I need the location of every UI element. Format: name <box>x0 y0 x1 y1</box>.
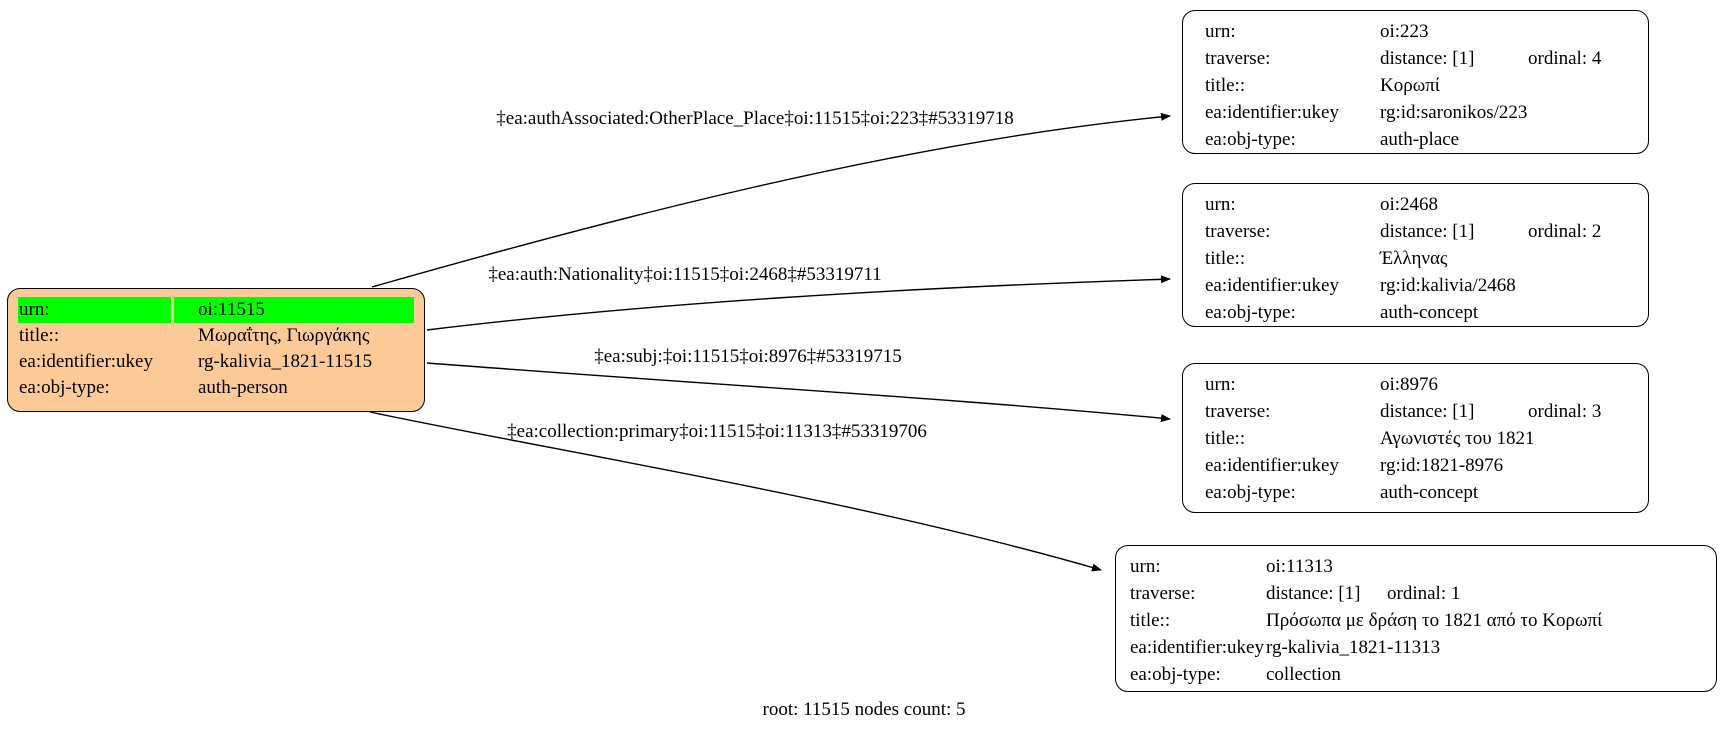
node-row-title: title:: Έλληνας <box>1205 245 1640 272</box>
node-row-title: title:: Κορωπί <box>1205 72 1640 99</box>
row-value-ordinal: ordinal: 2 <box>1528 221 1602 242</box>
row-value: rg:id:1821-8976 <box>1380 455 1504 476</box>
row-value: Μωραΐτης, Γιωργάκης <box>198 325 370 346</box>
row-key: ea:identifier:ukey <box>1205 455 1339 476</box>
edge-label-collection-primary: ‡ea:collection:primary‡oi:11515‡oi:11313… <box>507 421 927 442</box>
row-key: ea:obj-type: <box>1205 482 1296 503</box>
root-row-obj-type: ea:obj-type: auth-person <box>18 375 414 401</box>
row-value-distance: distance: [1] <box>1380 48 1475 69</box>
edge-subj-line <box>426 362 1171 423</box>
node-row-traverse: traverse: distance: [1] ordinal: 2 <box>1205 218 1640 245</box>
node-row-identifier: ea:identifier:ukey rg:id:kalivia/2468 <box>1205 272 1640 299</box>
edge-label-auth-associated: ‡ea:authAssociated:OtherPlace_Place‡oi:1… <box>496 108 1014 129</box>
row-key: title:: <box>1205 248 1246 269</box>
row-value: Έλληνας <box>1380 248 1448 269</box>
node-row-traverse: traverse: distance: [1] ordinal: 4 <box>1205 45 1640 72</box>
root-row-urn: urn: oi:11515 <box>18 297 414 323</box>
row-key: traverse: <box>1205 221 1271 242</box>
row-value: oi:223 <box>1380 21 1429 42</box>
root-row-identifier: ea:identifier:ukey rg-kalivia_1821-11515 <box>18 349 414 375</box>
row-key: urn: <box>1205 194 1236 215</box>
row-key: ea:identifier:ukey <box>1130 637 1264 658</box>
row-value: oi:11515 <box>174 297 414 323</box>
row-key: title:: <box>19 325 60 346</box>
edge-label-subj: ‡ea:subj:‡oi:11515‡oi:8976‡#53319715 <box>594 346 902 367</box>
row-value: oi:11313 <box>1266 556 1333 577</box>
row-value: Κορωπί <box>1380 75 1440 96</box>
row-key: ea:identifier:ukey <box>1205 275 1339 296</box>
root-node-oi-11515: urn: oi:11515 title:: Μωραΐτης, Γιωργάκη… <box>7 288 425 412</box>
row-key: urn: <box>1205 21 1236 42</box>
row-value: auth-person <box>198 377 288 398</box>
row-key: traverse: <box>1205 48 1271 69</box>
node-row-identifier: ea:identifier:ukey rg:id:saronikos/223 <box>1205 99 1640 126</box>
row-value: collection <box>1266 664 1341 685</box>
node-row-obj-type: ea:obj-type: auth-concept <box>1205 479 1640 506</box>
row-key: urn: <box>18 297 171 323</box>
edge-label-auth-nationality: ‡ea:auth:Nationality‡oi:11515‡oi:2468‡#5… <box>488 264 882 285</box>
row-value-ordinal: ordinal: 4 <box>1528 48 1602 69</box>
row-key: traverse: <box>1130 583 1196 604</box>
node-row-obj-type: ea:obj-type: auth-place <box>1205 126 1640 153</box>
row-key: title:: <box>1130 610 1171 631</box>
row-value-ordinal: ordinal: 3 <box>1528 401 1602 422</box>
node-oi-11313: urn: oi:11313 traverse: distance: [1] or… <box>1115 545 1717 692</box>
row-key: ea:obj-type: <box>1205 302 1296 323</box>
node-row-urn: urn: oi:223 <box>1205 18 1640 45</box>
node-row-traverse: traverse: distance: [1] ordinal: 3 <box>1205 398 1640 425</box>
row-value: rg-kalivia_1821-11313 <box>1266 637 1441 658</box>
row-value: oi:8976 <box>1380 374 1439 395</box>
row-key: title:: <box>1205 75 1246 96</box>
node-row-obj-type: ea:obj-type: collection <box>1130 661 1708 688</box>
node-row-urn: urn: oi:11313 <box>1130 553 1708 580</box>
row-value-distance: distance: [1] <box>1380 401 1475 422</box>
row-key: ea:obj-type: <box>1205 129 1296 150</box>
row-value: rg:id:kalivia/2468 <box>1380 275 1516 296</box>
row-key: ea:obj-type: <box>19 377 110 398</box>
row-value-distance: distance: [1] <box>1380 221 1475 242</box>
row-value: auth-concept <box>1380 302 1479 323</box>
node-row-identifier: ea:identifier:ukey rg-kalivia_1821-11313 <box>1130 634 1708 661</box>
node-row-urn: urn: oi:2468 <box>1205 191 1640 218</box>
node-row-title: title:: Πρόσωπα με δράση το 1821 από το … <box>1130 607 1708 634</box>
row-value: Πρόσωπα με δράση το 1821 από το Κορωπί <box>1266 610 1603 631</box>
row-value: rg-kalivia_1821-11515 <box>198 351 373 372</box>
node-row-obj-type: ea:obj-type: auth-concept <box>1205 299 1640 326</box>
row-value: Αγωνιστές του 1821 <box>1380 428 1535 449</box>
row-key: ea:identifier:ukey <box>19 351 153 372</box>
footer-label: root: 11515 nodes count: 5 <box>762 699 966 720</box>
row-value: auth-place <box>1380 129 1460 150</box>
node-row-title: title:: Αγωνιστές του 1821 <box>1205 425 1640 452</box>
row-key: title:: <box>1205 428 1246 449</box>
node-row-urn: urn: oi:8976 <box>1205 371 1640 398</box>
row-key: ea:obj-type: <box>1130 664 1221 685</box>
row-key: urn: <box>1130 556 1161 577</box>
node-oi-8976: urn: oi:8976 traverse: distance: [1] ord… <box>1182 363 1649 513</box>
row-key: ea:identifier:ukey <box>1205 102 1339 123</box>
node-row-identifier: ea:identifier:ukey rg:id:1821-8976 <box>1205 452 1640 479</box>
row-key: traverse: <box>1205 401 1271 422</box>
row-value: rg:id:saronikos/223 <box>1380 102 1528 123</box>
row-key: urn: <box>1205 374 1236 395</box>
node-row-traverse: traverse: distance: [1] ordinal: 1 <box>1130 580 1708 607</box>
node-oi-2468: urn: oi:2468 traverse: distance: [1] ord… <box>1182 183 1649 327</box>
edge-auth-associated-line <box>371 112 1171 288</box>
row-value-distance: distance: [1] <box>1266 583 1361 604</box>
node-oi-223: urn: oi:223 traverse: distance: [1] ordi… <box>1182 10 1649 154</box>
row-value: oi:2468 <box>1380 194 1439 215</box>
root-row-title: title:: Μωραΐτης, Γιωργάκης <box>18 323 414 349</box>
row-value: auth-concept <box>1380 482 1479 503</box>
row-value-ordinal: ordinal: 1 <box>1387 583 1461 604</box>
